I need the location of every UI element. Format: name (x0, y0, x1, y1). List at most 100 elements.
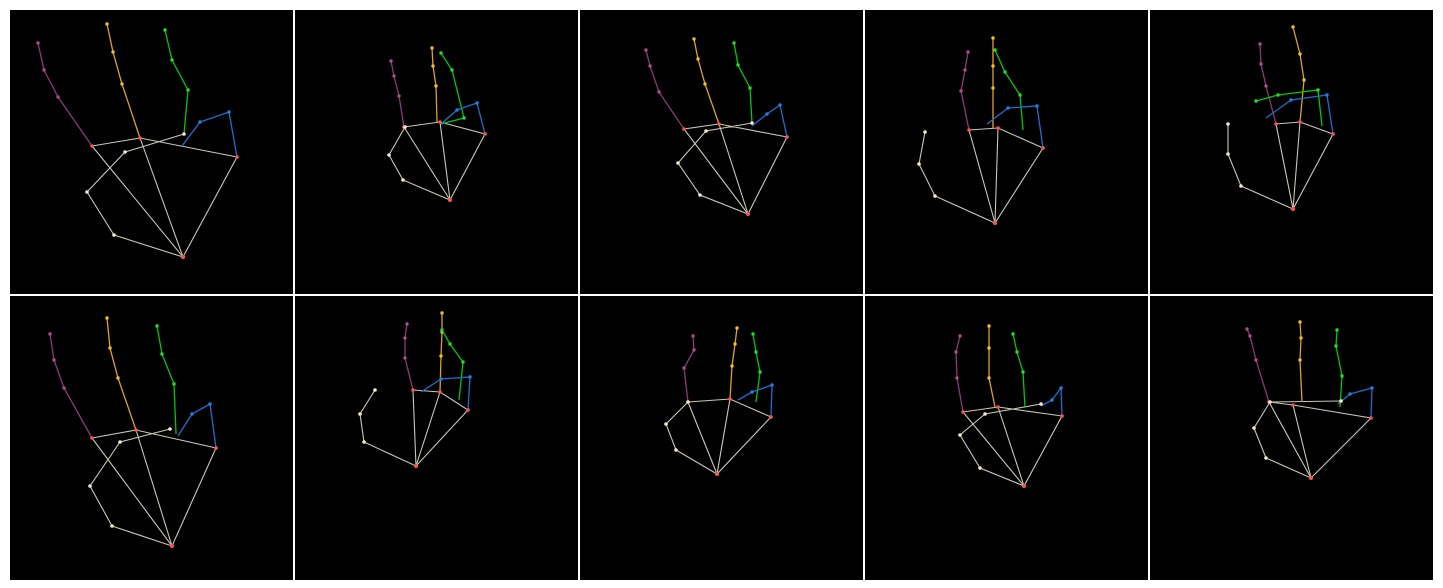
palm-spoke (403, 126, 451, 201)
wrist-joint (181, 255, 185, 259)
hand-pose-panel-3 (580, 10, 863, 294)
middle-joint (993, 48, 997, 52)
pinky-joint (36, 41, 40, 45)
ring-joint (111, 50, 115, 54)
index-joint (750, 390, 754, 394)
palm-joint (686, 400, 690, 404)
ring-joint (439, 354, 443, 358)
palm-outline (388, 121, 486, 201)
ring-finger (431, 47, 438, 123)
palm-outline (89, 428, 217, 547)
palm-joint (978, 466, 982, 470)
ring-joint (430, 46, 434, 50)
palm-outline (86, 133, 238, 258)
palm-joint (769, 415, 773, 419)
index-finger (751, 103, 788, 138)
palm-joint (438, 120, 442, 124)
index-finger (1337, 387, 1373, 419)
middle-joint (1276, 93, 1280, 97)
ring-finger (106, 317, 137, 431)
pinky-joint (692, 348, 696, 352)
palm-spoke (1275, 123, 1294, 210)
pinky-joint (1258, 42, 1262, 46)
palm-joint (933, 194, 937, 198)
middle-joint (439, 51, 443, 55)
palm-joint (1339, 399, 1343, 403)
index-joint (1325, 93, 1329, 97)
pinky-joint (954, 350, 958, 354)
palm-joint (1239, 184, 1243, 188)
ring-joint (1302, 78, 1306, 82)
pinky-joint (42, 68, 46, 72)
palm-spoke (718, 123, 749, 215)
palm-spoke (994, 127, 999, 224)
wrist-joint (414, 464, 418, 468)
palm-joint (110, 524, 114, 528)
index-joint (1348, 392, 1352, 396)
palm-joint (676, 161, 680, 165)
hand-skeleton (664, 326, 774, 476)
index-joint (227, 110, 231, 114)
middle-joint (754, 350, 758, 354)
middle-joint (1015, 350, 1019, 354)
ring-joint (431, 64, 435, 68)
pinky-joint (657, 90, 661, 94)
pinky-finger (1246, 328, 1270, 403)
ring-finger (106, 23, 141, 139)
ring-joint (987, 324, 991, 328)
hand-pose-panel-8 (580, 296, 863, 580)
index-joint (208, 402, 212, 406)
pinky-joint (682, 366, 686, 370)
middle-finger (733, 42, 753, 124)
hand-skeleton (1226, 25, 1335, 211)
palm-joint (438, 390, 442, 394)
palm-joint (983, 412, 987, 416)
palm-spoke (135, 429, 173, 547)
palm-joint (362, 440, 366, 444)
middle-finger (1335, 329, 1343, 408)
middle-finger (1255, 89, 1323, 127)
palm-joint (411, 388, 415, 392)
ring-finger (439, 313, 443, 393)
middle-joint (1316, 88, 1320, 92)
index-finger (1040, 386, 1063, 417)
palm-joint (1274, 122, 1278, 126)
middle-joint (1340, 374, 1344, 378)
hand-pose-grid (10, 10, 1434, 580)
pinky-joint (644, 48, 648, 52)
palm-joint (785, 135, 789, 139)
palm-joint (88, 484, 92, 488)
palm-outline (959, 403, 1063, 487)
palm-joint (1298, 120, 1302, 124)
pinky-joint (389, 59, 393, 63)
middle-joint (748, 86, 752, 90)
ring-joint (696, 57, 700, 61)
pinky-joint (958, 334, 962, 338)
pinky-joint (955, 376, 959, 380)
pinky-joint (397, 94, 401, 98)
index-joint (1370, 386, 1374, 390)
hand-skeleton (954, 324, 1064, 488)
hand-pose-panel-9 (865, 296, 1148, 580)
pinky-finger (390, 60, 405, 128)
middle-joint (160, 352, 164, 356)
middle-joint (1335, 328, 1339, 332)
ring-joint (116, 376, 120, 380)
ring-finger (729, 327, 738, 400)
wrist-joint (746, 212, 750, 216)
palm-spoke (997, 406, 1025, 487)
pinky-finger (404, 323, 414, 391)
ring-joint (730, 364, 734, 368)
pinky-joint (392, 74, 396, 78)
hand-pose-panel-4 (865, 10, 1148, 294)
palm-joint (1291, 403, 1295, 407)
palm-spoke (439, 121, 451, 201)
middle-finger (994, 49, 1024, 131)
index-joint (1289, 98, 1293, 102)
palm-joint (358, 412, 362, 416)
palm-spoke (687, 401, 718, 475)
wrist-joint (1309, 476, 1313, 480)
pinky-finger (37, 42, 93, 147)
index-joint (475, 101, 479, 105)
ring-joint (108, 346, 112, 350)
